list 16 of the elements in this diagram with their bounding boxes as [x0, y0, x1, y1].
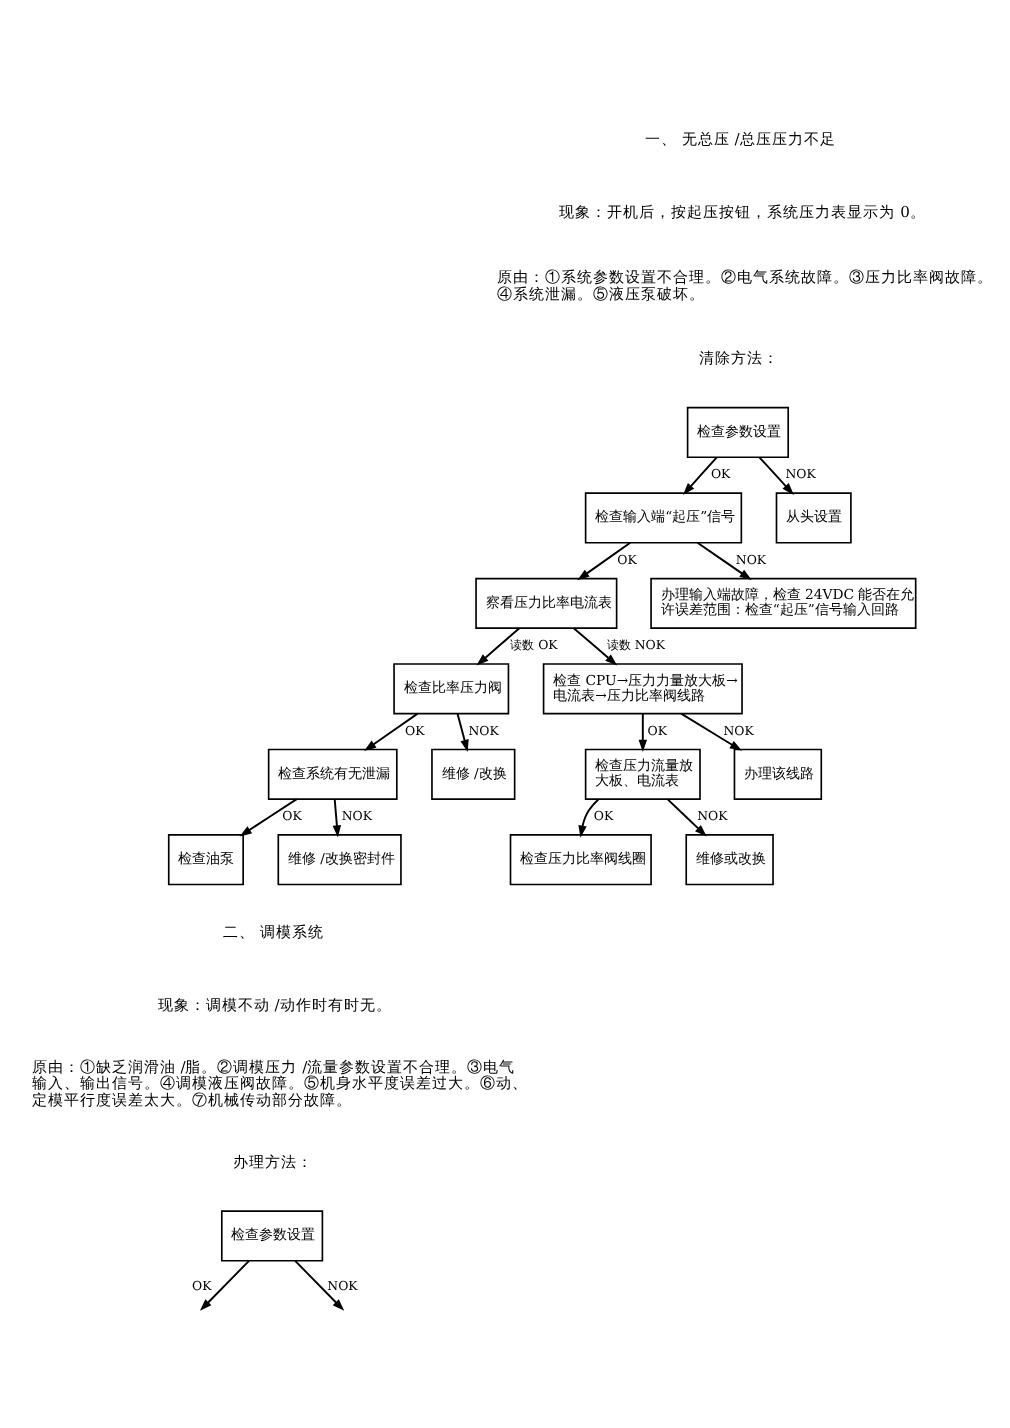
arrow [758, 455, 794, 494]
arrow [682, 455, 718, 494]
arrow [578, 797, 600, 837]
arrow [572, 626, 618, 665]
arrow [294, 1258, 345, 1310]
arrow [332, 797, 342, 837]
arrow [456, 711, 469, 751]
arrow [577, 540, 632, 580]
arrow [666, 797, 707, 836]
arrow [199, 1258, 250, 1310]
arrow [696, 540, 752, 580]
arrow [638, 711, 648, 751]
arrow [364, 711, 419, 750]
arrow [239, 797, 298, 836]
arrow [476, 626, 521, 665]
arrow [680, 711, 742, 750]
